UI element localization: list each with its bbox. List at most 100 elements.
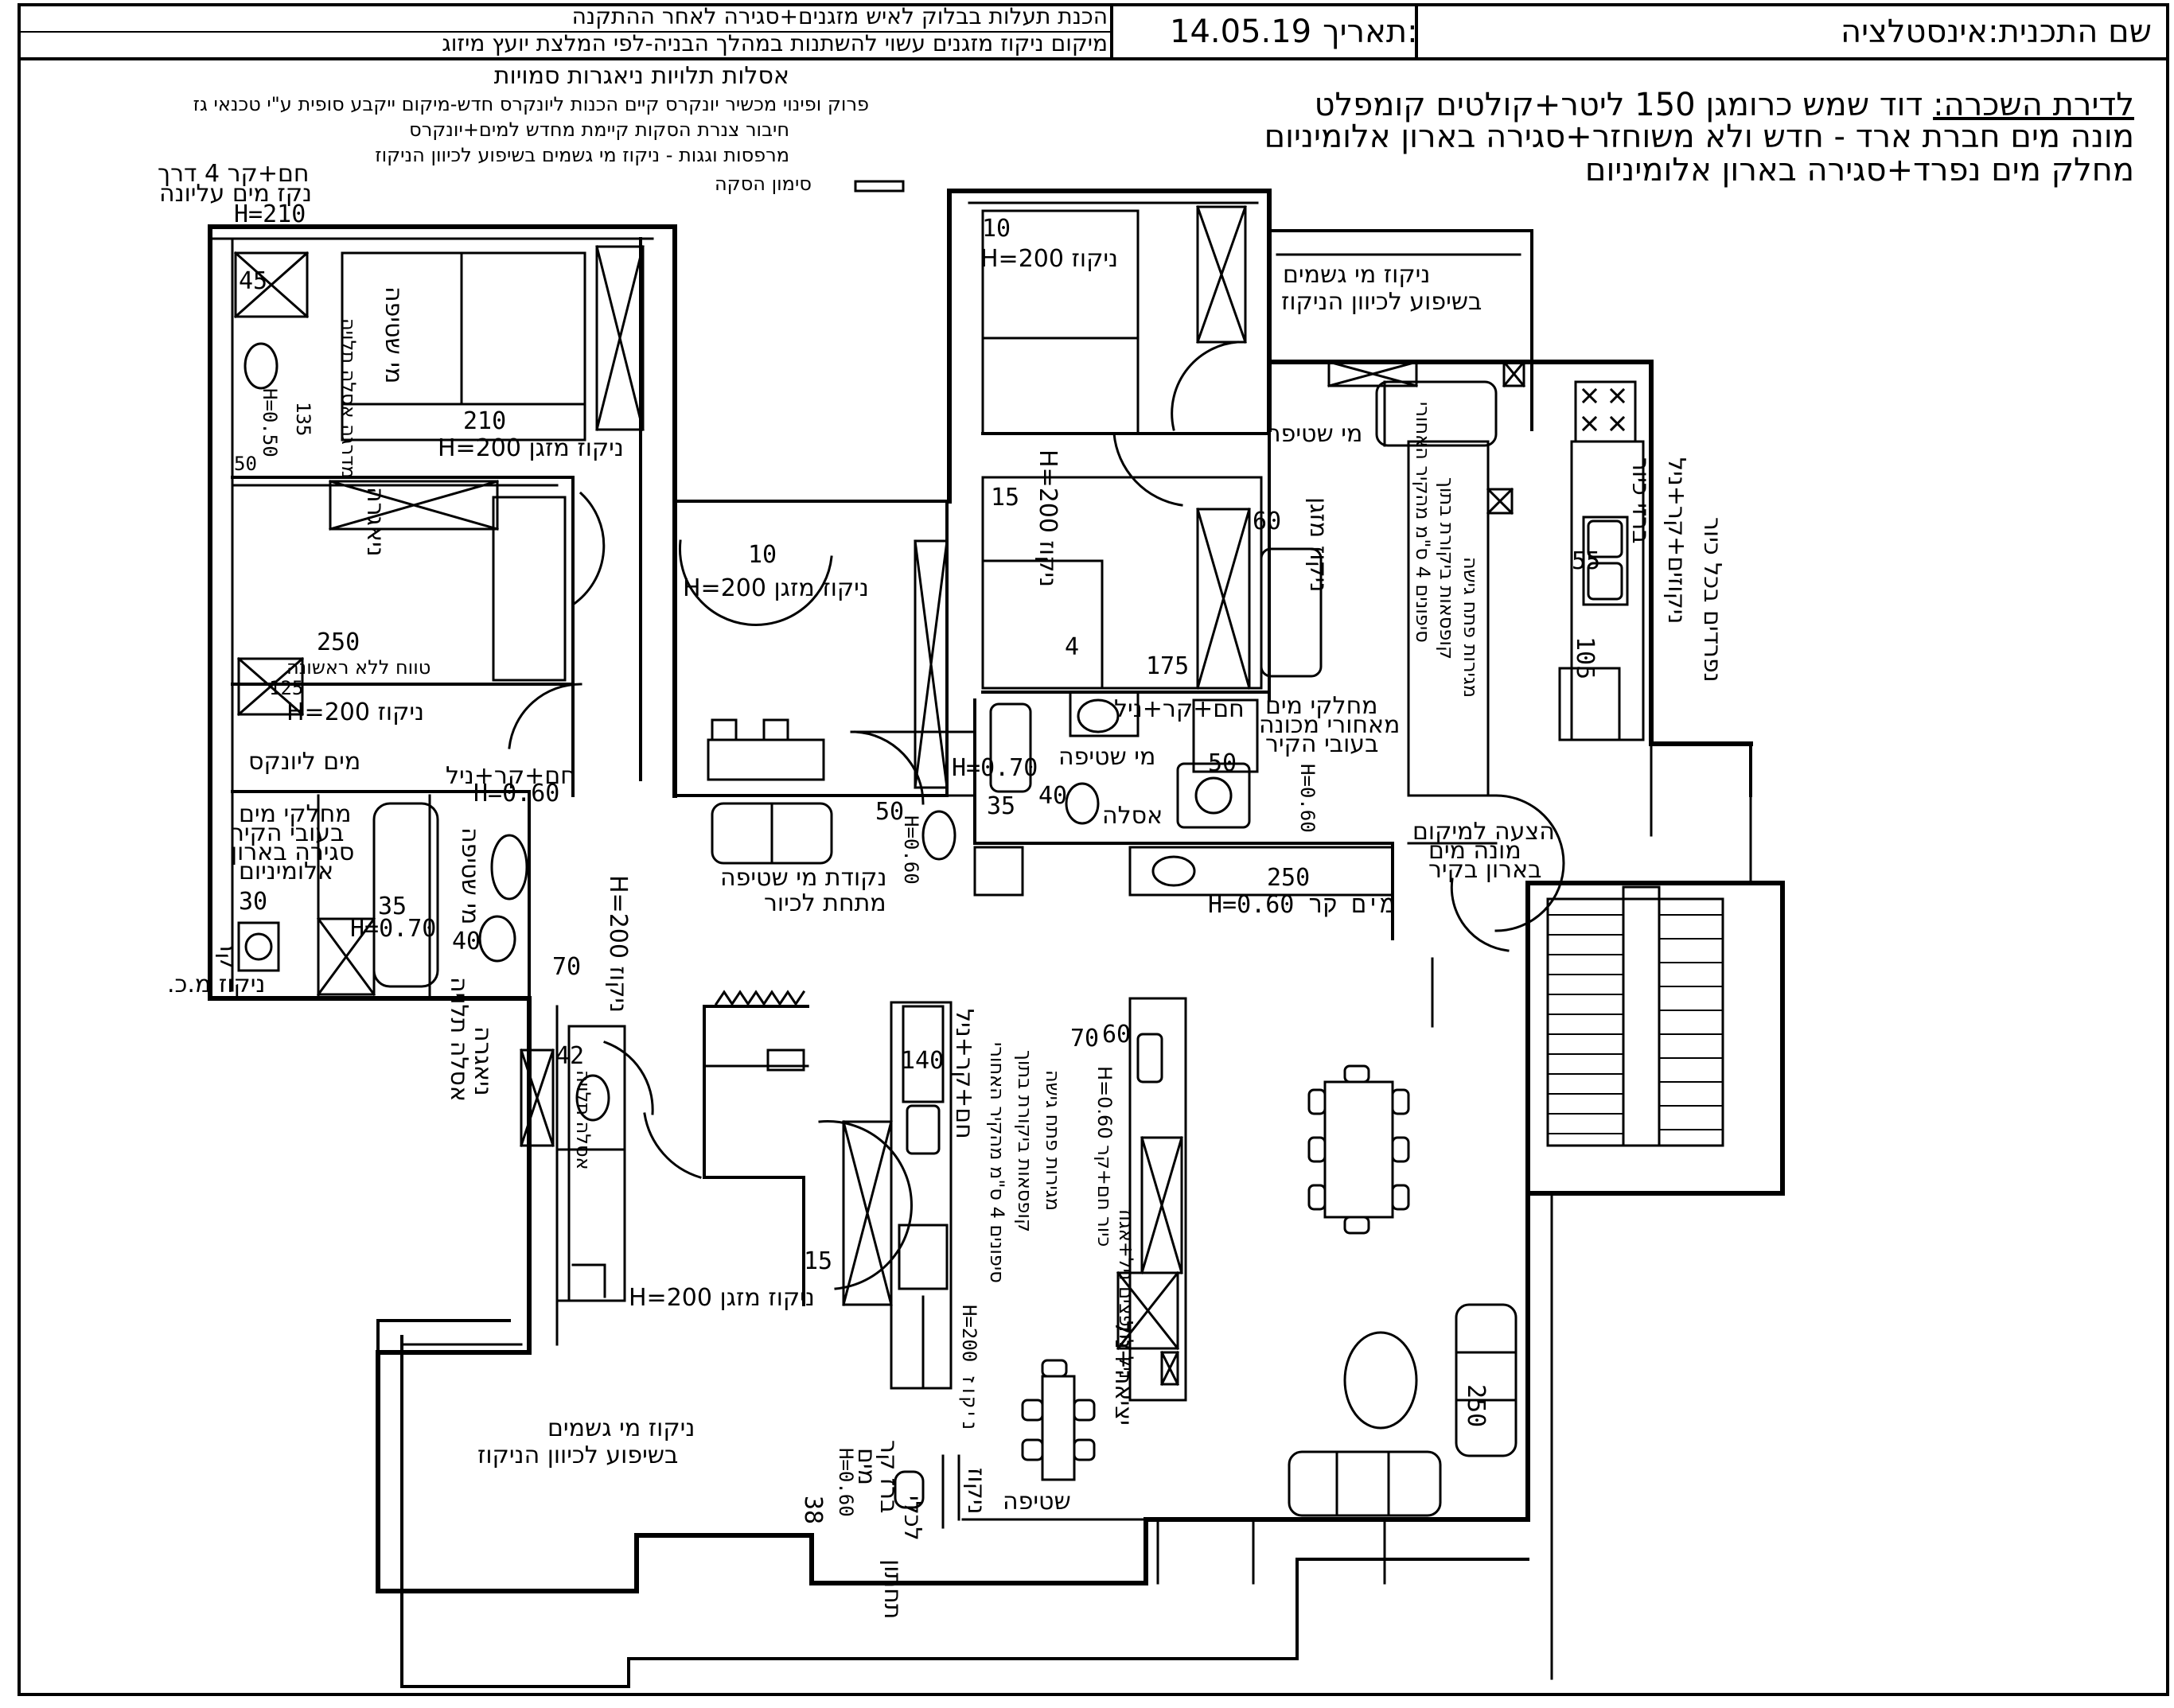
- note-left-4: מרפסות וגגות - ניקוז מי גשמים בשיפוע לכי…: [375, 144, 789, 166]
- label-water-sink-4: לכלי: [898, 1496, 926, 1541]
- dim-30: 30: [239, 888, 268, 916]
- label-ac-drain-bed1: ניקוז מזגן H=200: [683, 574, 869, 602]
- sink-side: [1136, 1033, 1163, 1084]
- wall-bed-upper: [947, 189, 1272, 432]
- sink-double: [1582, 516, 1629, 606]
- dim-250b: 250: [1267, 864, 1311, 892]
- toilet-3: [1065, 782, 1100, 825]
- note-right-3: מחלק מים נפרד+סגירה בארון אלומיניום: [1584, 152, 2134, 189]
- label-h060a: H=0.60: [473, 780, 560, 807]
- dim-55: 55: [1572, 547, 1601, 575]
- label-toilet-niagara: מדרגה אסלה תלויה: [337, 318, 360, 479]
- wc-room-2: [1069, 691, 1140, 737]
- shower-tray: [234, 251, 309, 318]
- label-water-sink-1: מים: [852, 1448, 880, 1485]
- label-h060b: H=0.60: [1296, 764, 1319, 833]
- wall-bedroom-divide: [231, 476, 575, 686]
- label-bath-top-2: נקז מים עליונה: [159, 180, 313, 208]
- label-ac-drain-s: ניקוז: [962, 1468, 990, 1515]
- label-cold-h060: H=0.60 מים קר: [1208, 891, 1395, 919]
- notes-right-title: לדירת השכרה:: [1933, 87, 2134, 123]
- label-hot-cold-c: חם+קר+ניל: [1114, 695, 1245, 723]
- date-label: תאריך:: [1323, 14, 1418, 50]
- label-sink-3: נפרדים בכל כיור: [1698, 517, 1726, 683]
- dim-210: 210: [463, 407, 507, 435]
- sink-main: [906, 1104, 941, 1155]
- dim-15a: 15: [991, 484, 1020, 512]
- label-h070b: H=0.70: [952, 754, 1038, 782]
- dim-38: 38: [799, 1496, 827, 1525]
- toilet-5: [575, 1074, 610, 1122]
- label-dist-b2: מאחורי מכונה: [1259, 711, 1401, 739]
- label-ac-drain-bottom: ניקוז מזגן H=200: [629, 1284, 815, 1312]
- note-left-2: פרוק ופינוי מכשיר יונקרס קיים הכנות ליונ…: [193, 93, 869, 115]
- bar-table: [1041, 1375, 1076, 1481]
- label-toilet-d: אסלה: [1102, 802, 1163, 830]
- label-shower-water-d: מי שטיפה: [1058, 743, 1156, 771]
- label-hot-cold-nil: חם+קר+ניל: [446, 762, 576, 790]
- label-dist-b3: בעובי הקיר: [1265, 730, 1379, 758]
- kitchen-counter-right: [1128, 997, 1187, 1402]
- dim-35b: 35: [987, 792, 1016, 820]
- label-toilet-niagara-b: אסלה תלויה: [445, 977, 473, 1102]
- dim-40b: 40: [1038, 782, 1068, 810]
- dim-15b: 15: [804, 1247, 833, 1275]
- label-exit-water: יציאה+ניל: [1109, 1321, 1137, 1426]
- label-rain-2a: ניקוז מי גשמים: [547, 1414, 695, 1442]
- date-block: 14.05.19 תאריך:: [1170, 13, 1418, 51]
- round-table: [1343, 1331, 1418, 1430]
- date-value: 14.05.19: [1170, 14, 1312, 50]
- balcony-lower: [376, 1319, 1529, 1688]
- label-shower-water-c: מי שטיפה: [1265, 420, 1363, 448]
- label-h050: H=0.50: [259, 388, 281, 457]
- wardrobe-3: [237, 657, 304, 716]
- label-cold-k: כיור חם+קר H=0.60: [1093, 1066, 1116, 1247]
- dim-50a: 50: [234, 453, 257, 475]
- toilet-2: [478, 915, 516, 963]
- label-shower-point-2: מתחת לכיור: [764, 889, 886, 917]
- label-meter-2: מונה מים: [1428, 837, 1521, 865]
- sofa-3: [1455, 1303, 1518, 1457]
- label-meter-3: בארון בקיר: [1428, 856, 1542, 884]
- label-kitchen-right-1: סיפונים 4 ס"מ מהקיר האחורי: [1412, 402, 1434, 643]
- oven: [898, 1224, 949, 1290]
- label-water-to-junkers: מים ליונקס: [248, 748, 361, 776]
- dim-42: 42: [555, 1042, 585, 1070]
- label-kitchen-main-2: קופסאות ביקורת בתוך: [1014, 1050, 1036, 1232]
- dining-table: [1323, 1080, 1394, 1219]
- chair-pair: [1260, 547, 1323, 678]
- kitchen-counter-main: [890, 1001, 953, 1390]
- note-left-1: אסלות תלויות ניאגרות סמויות: [493, 62, 789, 90]
- basin-lower: [894, 1470, 925, 1509]
- dim-250a: 250: [317, 628, 360, 656]
- basin-1: [490, 834, 528, 901]
- plan-name: שם התכנית:אינסטלציה: [1840, 14, 2152, 50]
- dim-70b: 70: [1070, 1025, 1100, 1052]
- wall-corridor: [231, 790, 531, 1000]
- notes-right-block: לדירת השכרה: דוד שמש כרומגן 150 ליטר+קול…: [1315, 88, 2134, 123]
- dim-10a: 10: [748, 541, 777, 569]
- label-sink-2: ניקוזים+קר+ניל: [1662, 457, 1690, 624]
- stair-well: [1529, 881, 1785, 1196]
- wall-left-top: [208, 224, 677, 504]
- label-ac-drain-200: H=200 ניקוז: [958, 1305, 980, 1431]
- wall-lower-outer: [376, 881, 1530, 1593]
- junkers-box: [237, 921, 280, 972]
- label-drain-mc: ניקוז מ.כ.: [167, 971, 266, 998]
- dim-60a: 60: [1253, 508, 1282, 535]
- toilet-4: [921, 810, 956, 861]
- label-shower-water: מי שטיפה: [380, 286, 407, 384]
- desk: [707, 738, 825, 781]
- label-nil-k: ניל לחפצים ניל+אגוז: [1115, 1209, 1137, 1379]
- label-water-sink-2: ברז קר: [875, 1440, 902, 1514]
- wardrobe-2: [329, 480, 499, 531]
- dim-105: 105: [1571, 636, 1599, 680]
- note-right-2: מונה מים חברת ארד - חדש ולא משוחזר+סגירה…: [1264, 119, 2134, 155]
- label-ac-drain-b: ניקוז H=200: [286, 698, 425, 726]
- label-dist-3: סגירה בארון: [231, 838, 355, 866]
- label-dist-1: מחלקי מים: [239, 800, 352, 828]
- dim-45: 45: [239, 267, 268, 295]
- dim-40a: 40: [452, 928, 481, 955]
- bed-lower: [555, 1148, 626, 1302]
